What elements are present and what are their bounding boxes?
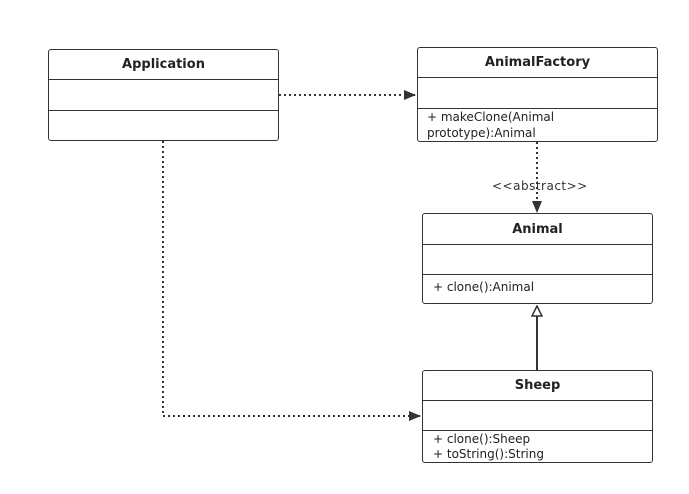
class-animal[interactable]: Animal + clone():Animal bbox=[422, 213, 653, 304]
dependency-application-to-sheep[interactable] bbox=[162, 141, 421, 421]
operation-clone: + clone():Sheep bbox=[433, 432, 531, 446]
class-attributes bbox=[423, 245, 652, 275]
class-name: Animal bbox=[423, 214, 652, 245]
class-attributes bbox=[418, 78, 657, 109]
operation-make-clone-cont: prototype):Animal bbox=[427, 126, 536, 140]
class-application[interactable]: Application bbox=[48, 49, 279, 141]
operation-clone: + clone():Animal bbox=[433, 280, 535, 294]
class-name: Application bbox=[49, 50, 278, 80]
operation-make-clone: + makeClone(Animal bbox=[427, 110, 555, 124]
class-operations bbox=[49, 111, 278, 138]
class-attributes bbox=[49, 80, 278, 111]
class-animal-factory[interactable]: AnimalFactory + makeClone(Animal prototy… bbox=[417, 47, 658, 142]
class-name: Sheep bbox=[423, 371, 652, 401]
class-sheep[interactable]: Sheep + clone():Sheep + toString():Strin… bbox=[422, 370, 653, 463]
class-operations: + clone():Animal bbox=[423, 275, 652, 295]
operation-to-string: + toString():String bbox=[433, 447, 544, 461]
class-operations: + clone():Sheep + toString():String bbox=[423, 431, 652, 462]
abstract-stereotype-label: <<abstract>> bbox=[492, 179, 588, 193]
class-attributes bbox=[423, 401, 652, 431]
class-name: AnimalFactory bbox=[418, 48, 657, 78]
class-operations: + makeClone(Animal prototype):Animal bbox=[418, 109, 657, 141]
